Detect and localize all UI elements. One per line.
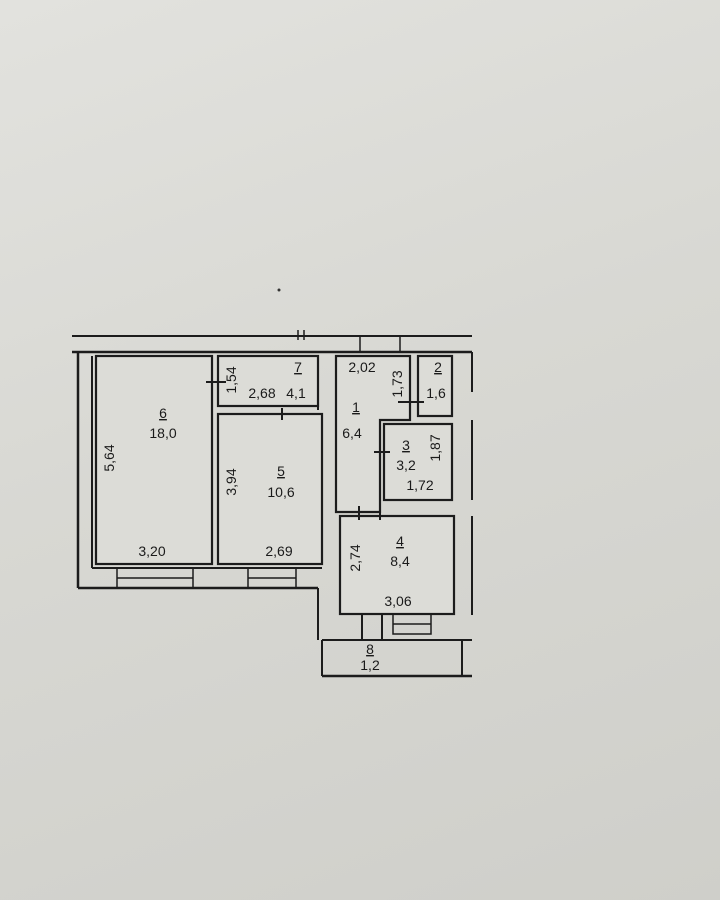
room-3-dimension: 1,87 (427, 434, 443, 461)
room-8-area: 1,2 (360, 657, 380, 673)
room-7-area: 4,1 (286, 385, 306, 401)
door-marks (206, 356, 424, 640)
room-1-number: 1 (352, 399, 360, 415)
room-2-area: 1,6 (426, 385, 446, 401)
room-1-outline (334, 354, 412, 514)
room-5-dimension: 3,94 (223, 468, 239, 495)
room-7-dimension: 2,68 (248, 385, 275, 401)
room-8-outline (326, 644, 458, 672)
room-6-dimension: 5,64 (101, 444, 117, 471)
room-1-area: 6,4 (342, 425, 362, 441)
room-3-outline (382, 422, 454, 502)
room-5-outline (216, 412, 324, 566)
room-4-outline (338, 514, 456, 616)
stray-mark (277, 288, 281, 292)
room-4-dimension: 3,06 (384, 593, 411, 609)
room-7-number: 7 (294, 359, 302, 375)
room-5-dimension: 2,69 (265, 543, 292, 559)
room-5-area: 10,6 (267, 484, 294, 500)
room-3-number: 3 (402, 437, 410, 453)
room-8-number: 8 (366, 641, 374, 657)
room-3-area: 3,2 (396, 457, 416, 473)
room-4-area: 8,4 (390, 553, 410, 569)
room-4-number: 4 (396, 533, 404, 549)
room-6-outline (94, 354, 214, 566)
room-2-dimension: 1,73 (389, 370, 405, 397)
room-1-dimension: 2,02 (348, 359, 375, 375)
room-7-dimension: 1,54 (223, 366, 239, 393)
room-6-dimension: 3,20 (138, 543, 165, 559)
room-7-outline (216, 354, 320, 408)
room-5-number: 5 (277, 463, 285, 479)
room-6-number: 6 (159, 405, 167, 421)
room-6-area: 18,0 (149, 425, 176, 441)
room-4-dimension: 2,74 (347, 544, 363, 571)
room-3-dimension: 1,72 (406, 477, 433, 493)
room-2-number: 2 (434, 359, 442, 375)
room-2-outline (416, 354, 454, 418)
